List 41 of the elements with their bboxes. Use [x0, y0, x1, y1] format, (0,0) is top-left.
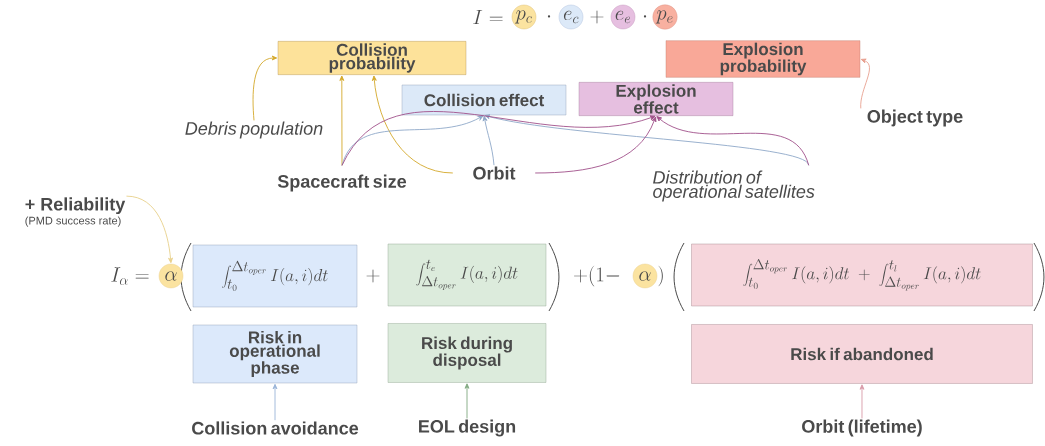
label-text: Collision avoidance [192, 421, 359, 435]
formula-box: $\int_{\Delta t_{oper}}^{t_e} I(a,i)dt$ [387, 243, 547, 307]
label-box: Risk in operational phase [192, 324, 358, 384]
label-text: + Reliability (PMD success rate) [25, 197, 126, 227]
label-text: Orbit (lifetime) [802, 419, 922, 437]
label-text: EOL design [419, 419, 516, 437]
arrow [341, 115, 484, 166]
label-text: Object type [867, 109, 963, 127]
arrow [482, 115, 495, 166]
formula-text: $+$ [590, 10, 604, 24]
arrow [339, 75, 345, 166]
label-box: Risk during disposal [387, 323, 547, 383]
formula-box: $\int_{t_0}^{\Delta t_{oper}} I(a,i)dt + \int_{\Delta t_{oper}}^{t_l} I(a,i)dt$ [691, 243, 1033, 307]
label-box: Explosion effect [578, 82, 734, 116]
label-text: Spacecraft size [277, 174, 407, 192]
arrow [252, 55, 278, 121]
arrow [859, 384, 865, 419]
label-text: Distribution of operational satellites [653, 170, 815, 202]
label-text: Orbit [473, 166, 516, 180]
formula-text: $+ (1 -$ [574, 265, 620, 287]
label-text: Debris population [185, 121, 323, 139]
formula-text: $\cdot$ [547, 15, 551, 18]
formula-box: $\int_{t_0}^{\Delta t_{oper}} I(a,i)dt$ [192, 244, 358, 308]
arrow [464, 383, 470, 419]
arrow [371, 75, 454, 174]
label-box: Explosion probability [665, 40, 861, 78]
formula-text: $I_\alpha =$ [111, 267, 149, 285]
label-box: Risk if abandoned [691, 324, 1033, 384]
arrow [860, 58, 870, 109]
formula-text: $\cdot$ [643, 15, 647, 18]
arrow [656, 116, 810, 166]
formula-text: $+$ [366, 269, 380, 283]
label-box: Collision probability [277, 41, 467, 75]
arrow [484, 114, 810, 166]
formula-text: $)$ [658, 265, 663, 287]
arrow [534, 116, 657, 174]
label-box: Collision effect [401, 84, 567, 116]
arrow [341, 111, 656, 166]
arrow [272, 383, 278, 421]
arrow [126, 195, 173, 264]
formula-text: $I =$ [473, 9, 503, 25]
